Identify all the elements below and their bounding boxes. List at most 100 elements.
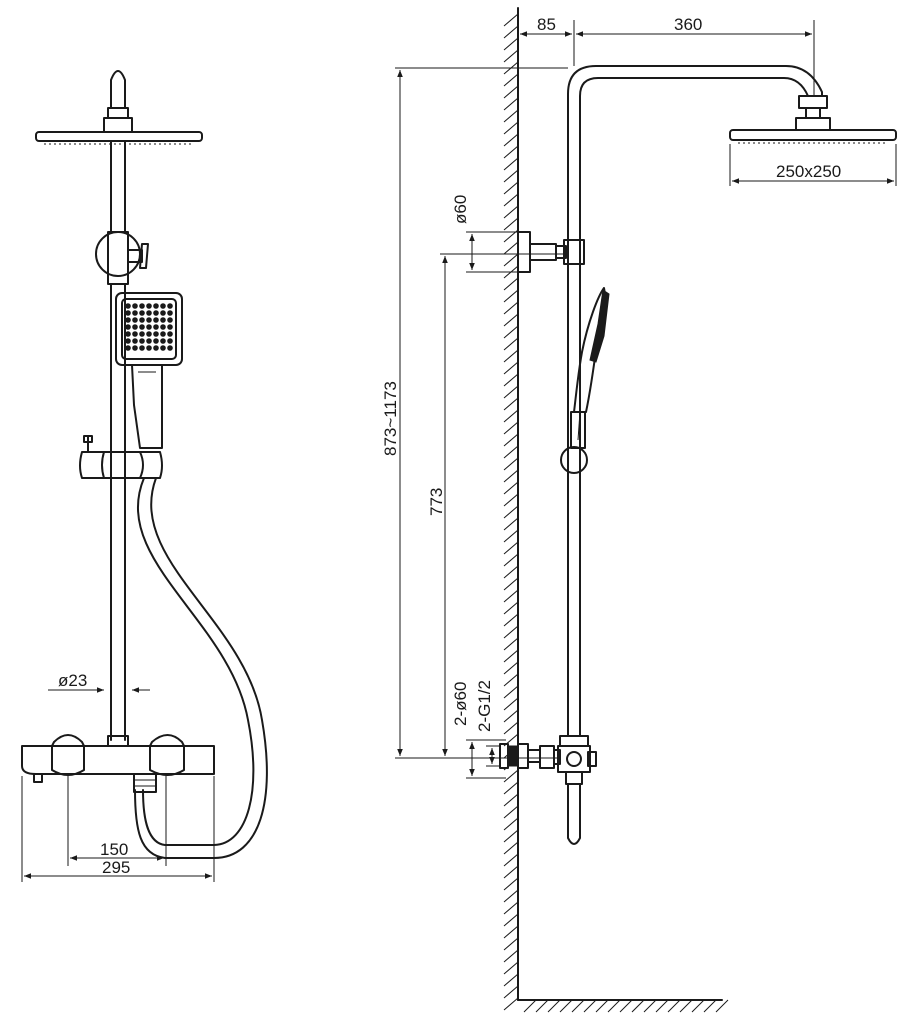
wall-hatch-line xyxy=(503,709,519,723)
wall-hatch-line xyxy=(503,193,519,207)
wall-hatch-line xyxy=(503,601,519,615)
wall-hatch-line xyxy=(503,781,519,795)
side-dimensions: 85 360 250x250 873~1173 773 ø60 2-ø60 2-… xyxy=(381,15,897,779)
nozzle-dot xyxy=(160,317,166,323)
rail-height-label: 773 xyxy=(427,488,446,516)
front-dimensions: ø23 150 295 xyxy=(21,671,215,882)
nozzle-dot xyxy=(146,338,152,344)
nozzle-dot xyxy=(139,310,145,316)
wall-hatch-line xyxy=(503,793,519,807)
floor-hatch-line xyxy=(559,999,573,1013)
wall-hatch-line xyxy=(503,361,519,375)
mixer-width-label: 295 xyxy=(102,858,130,877)
nozzle-dot xyxy=(153,310,159,316)
wall-hatch-line xyxy=(503,505,519,519)
floor-hatch-line xyxy=(679,999,693,1013)
wall-hatch-line xyxy=(503,889,519,903)
wall-hatch-line xyxy=(503,385,519,399)
wall-hatch-line xyxy=(503,373,519,387)
wall-hatch-line xyxy=(503,25,519,39)
nozzle-dot xyxy=(139,317,145,323)
wall-hatch-line xyxy=(503,409,519,423)
wall-hatch-line xyxy=(503,325,519,339)
nozzle-dot xyxy=(139,324,145,330)
nozzle-dot xyxy=(160,310,166,316)
nozzle-dot xyxy=(139,331,145,337)
arm-offset-label: 85 xyxy=(537,15,556,34)
flange-dia-label: 2-ø60 xyxy=(451,682,470,726)
wall-hatch-line xyxy=(503,433,519,447)
wall-hatch-line xyxy=(503,157,519,171)
wall-hatch-line xyxy=(503,865,519,879)
wall-hatch-line xyxy=(503,97,519,111)
nozzle-dot xyxy=(132,324,138,330)
front-view xyxy=(21,70,268,859)
nozzle-dot xyxy=(146,303,152,309)
wall-hatch-line xyxy=(503,397,519,411)
floor-hatch-line xyxy=(523,999,537,1013)
wall-hatch-line xyxy=(503,421,519,435)
wall-hatch-line xyxy=(503,313,519,327)
nozzle-dot xyxy=(160,338,166,344)
nozzle-dot xyxy=(153,331,159,337)
hand-shower-nozzles xyxy=(125,303,173,351)
wall-hatch-line xyxy=(503,841,519,855)
nozzle-dot xyxy=(125,324,131,330)
nozzle-dot xyxy=(125,303,131,309)
nozzle-dot xyxy=(167,303,173,309)
wall-hatch-line xyxy=(503,997,519,1011)
wall-hatch-line xyxy=(503,517,519,531)
pipe-dia-label: ø23 xyxy=(58,671,87,690)
wall-hatch-line xyxy=(503,145,519,159)
floor-hatch-line xyxy=(607,999,621,1013)
wall-hatch-line xyxy=(503,637,519,651)
wall-hatch-line xyxy=(503,277,519,291)
wall-hatch-line xyxy=(503,721,519,735)
wall-hatch-line xyxy=(503,829,519,843)
wall-hatch-line xyxy=(503,553,519,567)
floor-hatch-line xyxy=(715,999,729,1013)
nozzle-dot xyxy=(167,310,173,316)
nozzle-dot xyxy=(125,331,131,337)
wall-hatch-line xyxy=(503,133,519,147)
wall-hatch-line xyxy=(503,697,519,711)
wall-hatch-line xyxy=(503,613,519,627)
floor-hatch-line xyxy=(631,999,645,1013)
wall-hatch-line xyxy=(503,217,519,231)
nozzle-dot xyxy=(146,310,152,316)
wall-hatch-line xyxy=(503,289,519,303)
wall-hatch-line xyxy=(503,625,519,639)
wall-hatch-line xyxy=(503,301,519,315)
wall-hatch-line xyxy=(503,493,519,507)
wall-hatch-line xyxy=(503,457,519,471)
wall-hatch-line xyxy=(503,937,519,951)
thread-label: 2-G1/2 xyxy=(475,680,494,732)
wall-hatch-line xyxy=(503,973,519,987)
wall-hatch-line xyxy=(503,481,519,495)
nozzle-dot xyxy=(139,303,145,309)
nozzle-dot xyxy=(167,317,173,323)
wall-hatch-line xyxy=(503,901,519,915)
nozzle-dot xyxy=(167,338,173,344)
total-height-label: 873~1173 xyxy=(381,381,400,456)
wall-hatch-line xyxy=(503,85,519,99)
nozzle-dot xyxy=(139,345,145,351)
wall-hatch-line xyxy=(503,673,519,687)
centers-label: 150 xyxy=(100,840,128,859)
wall-hatch-line xyxy=(503,529,519,543)
nozzle-dot xyxy=(132,317,138,323)
wall-hatch-line xyxy=(503,949,519,963)
wall-hatch-line xyxy=(503,349,519,363)
nozzle-dot xyxy=(160,345,166,351)
wall-hatch-line xyxy=(503,169,519,183)
floor-hatch-line xyxy=(583,999,597,1013)
nozzle-dot xyxy=(160,303,166,309)
wall-hatch-line xyxy=(503,877,519,891)
wall-hatch-line xyxy=(503,685,519,699)
nozzle-dot xyxy=(125,338,131,344)
nozzle-dot xyxy=(167,324,173,330)
nozzle-dot xyxy=(125,345,131,351)
wall-hatch-line xyxy=(503,577,519,591)
wall-hatch-line xyxy=(503,961,519,975)
